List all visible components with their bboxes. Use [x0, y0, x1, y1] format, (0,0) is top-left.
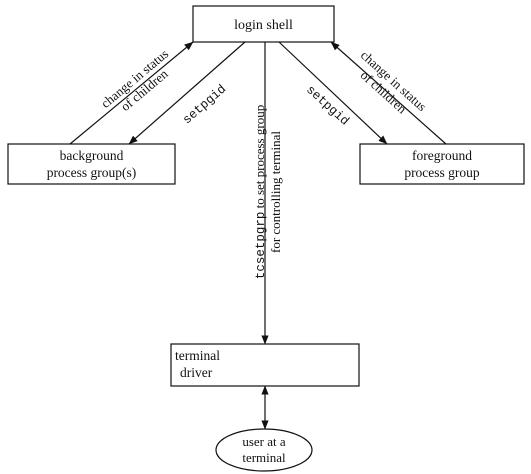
tcsetpgrp-code: tcsetpgrp	[254, 212, 268, 280]
foreground-label-line1: foreground	[412, 148, 472, 163]
edge-shell-to-bg-setpgid	[128, 41, 246, 145]
terminal-driver-label-line2: driver	[180, 365, 213, 380]
setpgid-right-label: setpgid	[303, 83, 351, 129]
terminal-driver-node: terminal driver	[170, 343, 360, 387]
edge-shell-to-fg-setpgid	[278, 41, 388, 145]
login-shell-label: login shell	[234, 18, 293, 33]
tcsetpgrp-label: tcsetpgrp to set process group for contr…	[252, 105, 283, 279]
status-right-label: change in status of children	[358, 47, 430, 116]
foreground-group-node: foreground process group	[359, 143, 525, 185]
foreground-label-line2: process group	[404, 165, 480, 180]
setpgid-left-label: setpgid	[180, 82, 229, 127]
tcsetpgrp-line1: tcsetpgrp to set process group	[252, 105, 268, 279]
edge-bg-to-shell-status	[69, 41, 194, 145]
login-shell-node: login shell	[192, 5, 335, 43]
user-label-line1: user at a	[242, 434, 286, 449]
background-label-line2: process group(s)	[47, 165, 137, 180]
tcsetpgrp-rest: to set process group	[252, 105, 267, 212]
user-label-line2: terminal	[242, 450, 286, 465]
background-group-node: background process group(s)	[7, 143, 176, 185]
edge-fg-to-shell-status	[330, 41, 447, 145]
background-label-line1: background	[60, 148, 124, 163]
setpgid-left-text: setpgid	[180, 82, 229, 127]
terminal-driver-label-line1: terminal	[175, 348, 220, 363]
tcsetpgrp-line2: for controlling terminal	[268, 131, 283, 253]
user-terminal-node: user at a terminal	[215, 428, 313, 472]
setpgid-right-text: setpgid	[303, 83, 351, 129]
